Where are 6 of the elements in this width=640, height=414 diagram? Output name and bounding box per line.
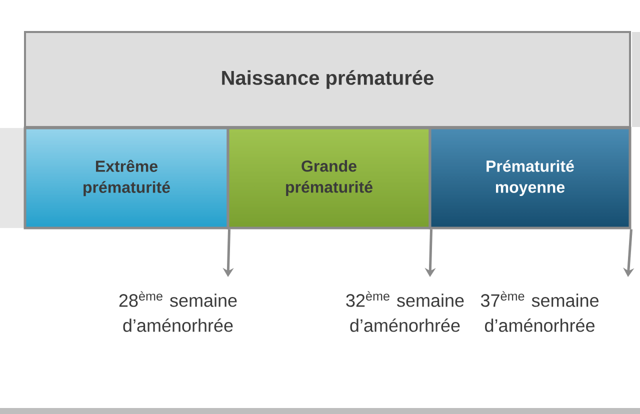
week-label: 32$^{ème}$ semaine d’aménorhrée: [346, 291, 464, 332]
week-label: 28$^{ème}$ semaine d’aménorhrée: [119, 291, 237, 332]
category-band: Prématurité moyenne: [428, 126, 632, 230]
week-label: 37$^{ème}$ semaine d’aménorhrée: [480, 291, 599, 332]
category-band: Extrême prématurité: [24, 126, 230, 230]
category-band: Grande prématurité: [226, 126, 432, 230]
